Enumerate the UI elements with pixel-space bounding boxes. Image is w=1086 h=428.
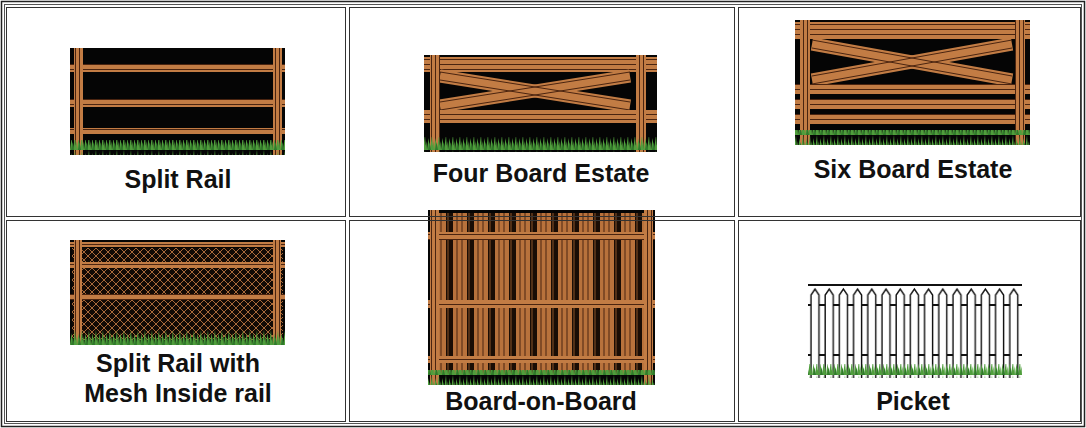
board-on-board-fence (428, 232, 655, 240)
picket-fence (808, 287, 1022, 378)
split-rail-fence (70, 48, 285, 155)
fence-label: Split Rail (18, 164, 338, 194)
board-on-board-fence (428, 370, 655, 385)
six-board-fence (812, 40, 1012, 76)
board-on-board-fence (428, 356, 655, 363)
six-board-fence (795, 20, 1030, 145)
fence-cell: Six Board Estate (738, 7, 1081, 217)
fence-label: Six Board Estate (748, 154, 1078, 184)
fence-label: Board-on-Board (361, 386, 721, 416)
four-board-fence (424, 57, 657, 72)
board-on-board-fence (428, 210, 655, 385)
board-on-board-fence (428, 300, 655, 308)
four-board-fence (424, 55, 657, 152)
split-rail-fence (70, 99, 285, 107)
four-board-fence (440, 80, 630, 110)
split-rail-mesh-fence (70, 294, 285, 300)
fence-cell: Split Rail with Mesh Inside rail (6, 220, 346, 422)
split-rail-fence (70, 48, 285, 155)
six-board-fence (812, 48, 1012, 84)
six-board-fence (795, 114, 1030, 124)
split-rail-fence (70, 128, 285, 134)
board-on-board-fence (644, 210, 653, 385)
six-board-fence (812, 44, 1012, 80)
four-board-fence (440, 76, 630, 106)
four-board-fence (440, 72, 630, 102)
six-board-fence (800, 20, 810, 145)
six-board-fence (795, 22, 1030, 39)
fence-cell: Four Board Estate (349, 7, 735, 217)
six-board-fence (812, 40, 1012, 76)
split-rail-mesh-fence (273, 240, 281, 345)
four-board-fence (440, 72, 630, 102)
fence-cell: Split Rail (6, 7, 346, 217)
six-board-fence (1015, 20, 1025, 145)
split-rail-mesh-fence (70, 240, 285, 345)
split-rail-mesh-fence (70, 242, 285, 247)
four-board-fence (440, 80, 630, 110)
four-board-fence (424, 137, 657, 152)
fence-label: Four Board Estate (361, 158, 721, 188)
outer-frame (5, 5, 1082, 424)
fence-cell: Picket (738, 220, 1081, 422)
six-board-fence (795, 99, 1030, 109)
split-rail-fence (74, 48, 83, 155)
board-on-board-fence (428, 210, 655, 385)
picket-fence (808, 364, 1022, 378)
six-board-fence (795, 130, 1030, 145)
six-board-fence (812, 48, 1012, 84)
split-rail-fence (70, 64, 285, 72)
split-rail-fence (70, 140, 285, 155)
four-board-fence (424, 110, 657, 123)
board-on-board-fence (430, 210, 439, 385)
split-rail-fence (273, 48, 282, 155)
fence-cell: Board-on-Board (349, 220, 735, 422)
six-board-fence (795, 20, 1030, 145)
split-rail-mesh-fence (70, 262, 285, 268)
six-board-fence (812, 44, 1012, 80)
split-rail-mesh-fence (74, 240, 82, 345)
four-board-fence (440, 76, 630, 106)
fence-label: Picket (748, 386, 1078, 416)
six-board-fence (795, 84, 1030, 94)
split-rail-mesh-fence (70, 240, 285, 345)
picket-fence (808, 285, 1022, 378)
split-rail-mesh-fence (70, 330, 285, 345)
four-board-fence (424, 55, 657, 152)
picket-fence (808, 284, 1022, 286)
fence-label: Split Rail with Mesh Inside rail (62, 348, 294, 408)
